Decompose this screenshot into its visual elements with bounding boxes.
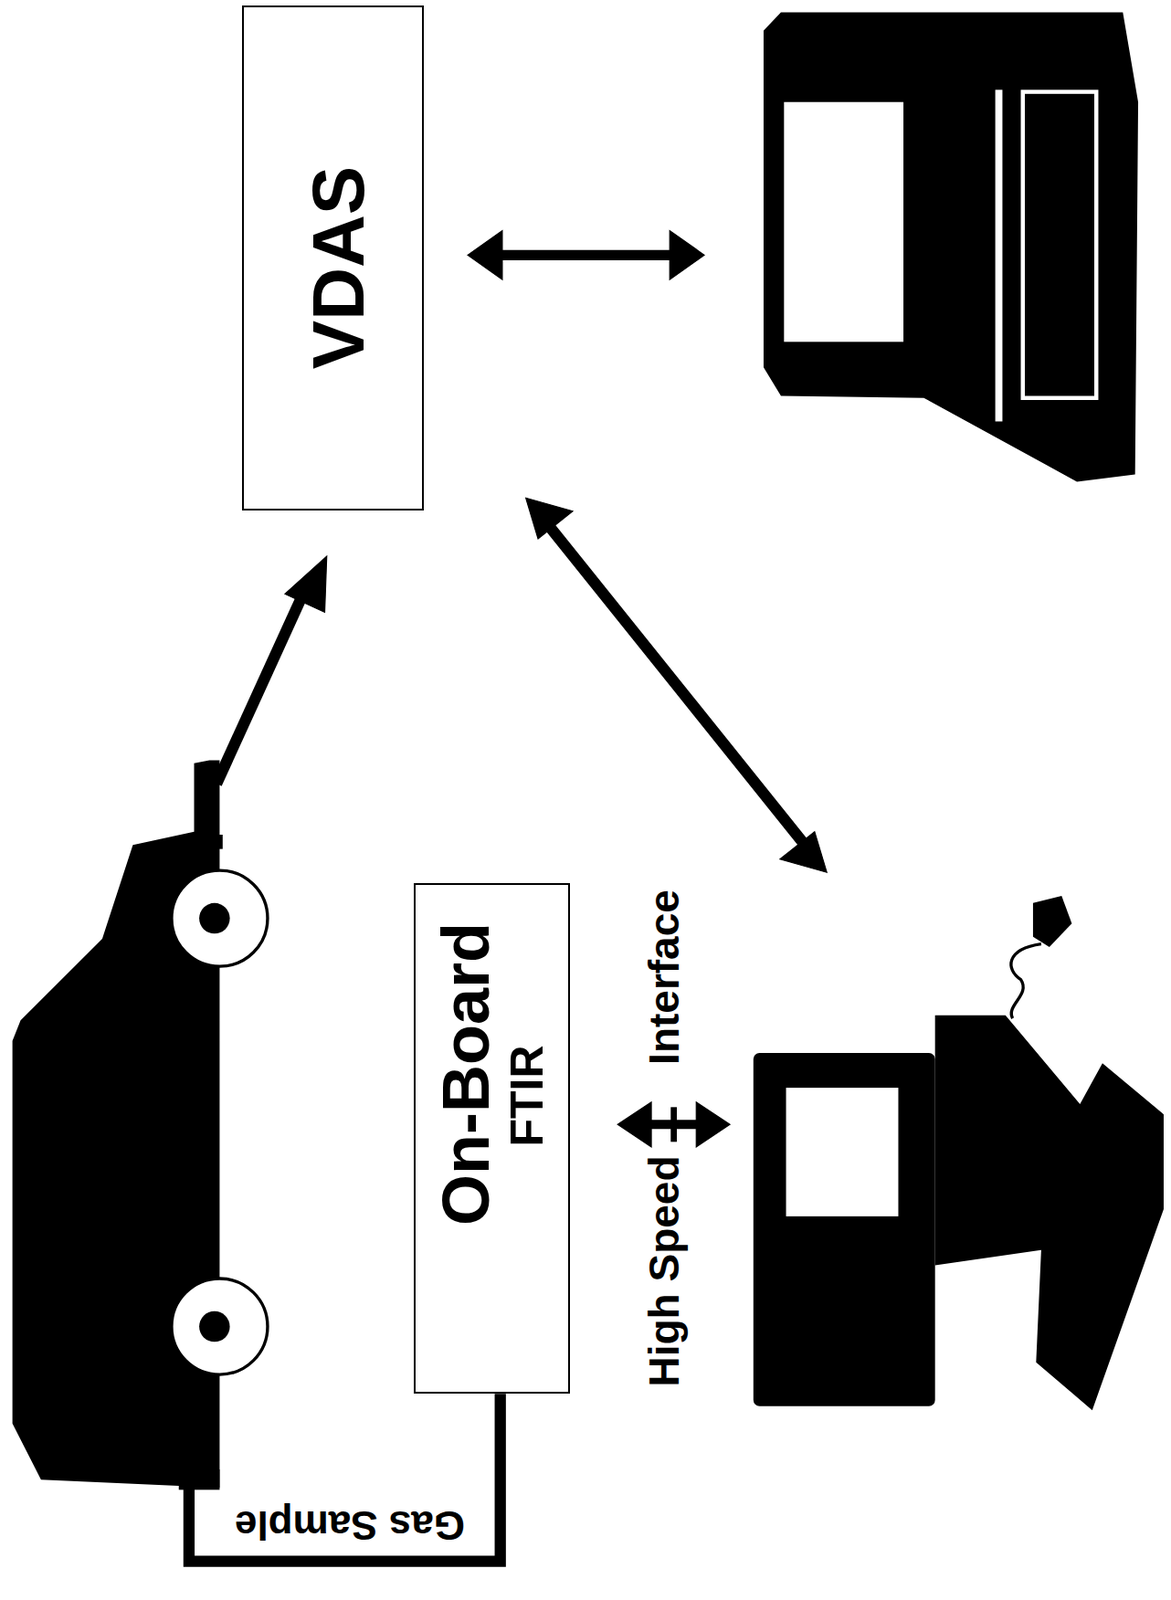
- laptop: [763, 11, 1139, 482]
- monitor-screen: [786, 1087, 899, 1217]
- car-wheel: [171, 870, 268, 967]
- arrow-line: [216, 586, 306, 784]
- mouse: [1033, 896, 1072, 948]
- process-box: On-BoardFTIR: [413, 883, 570, 1394]
- laptop-screen: [783, 102, 904, 343]
- arrow-line: [670, 1107, 677, 1142]
- car-body: [12, 759, 221, 1488]
- annotation-label: High Speed: [643, 1155, 686, 1387]
- car-wheel: [171, 1278, 268, 1375]
- laptop-detail: [995, 89, 1003, 422]
- arrowhead: [526, 497, 573, 539]
- sample-line: [189, 1393, 501, 1562]
- arrowhead: [696, 1102, 730, 1148]
- car-hub: [199, 903, 231, 935]
- arrow-line: [495, 250, 675, 261]
- arrowhead: [780, 832, 827, 874]
- process-box: VDAS: [242, 5, 424, 511]
- box-text: On-Board: [432, 922, 499, 1226]
- annotation-label: Interface: [643, 889, 686, 1066]
- box-text: FTIR: [504, 1044, 550, 1147]
- monitor: [753, 1053, 936, 1407]
- annotation-label: Gas Sample: [234, 1505, 465, 1546]
- car-hub: [199, 1311, 231, 1343]
- arrowhead: [284, 556, 328, 612]
- arrowhead: [669, 231, 705, 281]
- arrowhead: [467, 231, 503, 281]
- arrow-line: [546, 522, 807, 847]
- box-text: VDAS: [302, 166, 376, 370]
- car-bumper: [181, 834, 223, 850]
- laptop-keyboard: [1023, 92, 1097, 399]
- mouse-cable: [1011, 944, 1042, 1020]
- arrowhead: [617, 1102, 652, 1148]
- computer-base: [935, 1015, 1164, 1411]
